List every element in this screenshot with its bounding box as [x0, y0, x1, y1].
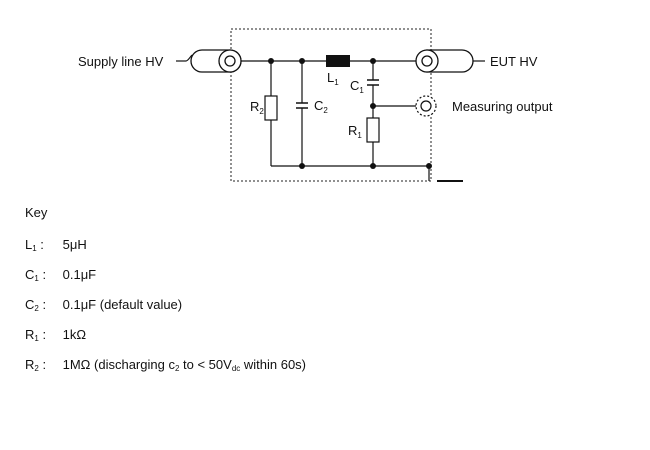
resistor-r2 — [264, 95, 278, 121]
key-value: 5μH — [62, 237, 87, 252]
inductor-l1 — [326, 55, 350, 67]
key-row-c2: C2 : 0.1μF (default value) — [25, 297, 183, 313]
r1-label: R1 — [348, 123, 362, 140]
enclosure-box — [230, 28, 432, 182]
eut-label: EUT HV — [490, 54, 538, 69]
r2-label: R2 — [250, 99, 264, 116]
supply-label: Supply line HV — [78, 54, 164, 69]
key-value: 1kΩ — [62, 327, 87, 342]
junction-dots — [268, 58, 432, 169]
supply-connector — [176, 49, 242, 73]
eut-connector — [415, 49, 485, 73]
key-row-l1: L1 : 5μH — [25, 237, 87, 253]
measuring-output-connector — [415, 95, 437, 117]
measuring-label: Measuring output — [452, 99, 553, 114]
key-value: 0.1μF — [62, 267, 97, 282]
key-row-r1: R1 : 1kΩ — [25, 327, 87, 343]
resistor-r1 — [366, 117, 380, 143]
key-section: Key L1 : 5μH C1 : 0.1μF C2 : 0.1μF (defa… — [25, 205, 306, 373]
circuit-diagram: Supply line HV EUT HV Measuring output L… — [78, 28, 553, 182]
c1-label: C1 — [350, 78, 364, 95]
key-value: 1MΩ (discharging c2 to < 50Vdc within 60… — [62, 357, 307, 373]
capacitor-c1 — [367, 79, 379, 86]
key-row-r2: R2 : 1MΩ (discharging c2 to < 50Vdc with… — [25, 357, 307, 373]
key-title: Key — [25, 205, 48, 220]
capacitor-c2 — [296, 102, 308, 109]
l1-label: L1 — [327, 70, 339, 87]
c2-label: C2 — [314, 98, 328, 115]
key-value: 0.1μF (default value) — [62, 297, 183, 312]
key-row-c1: C1 : 0.1μF — [25, 267, 97, 283]
